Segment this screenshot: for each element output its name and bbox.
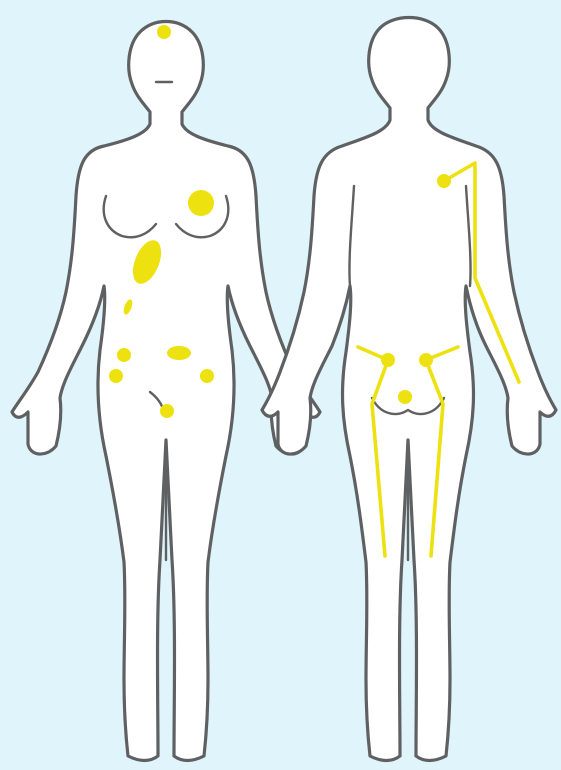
marker-head <box>157 25 171 39</box>
marker-groin <box>160 404 174 418</box>
marker-lower-abdomen <box>167 346 191 360</box>
marker-buttock-right <box>419 353 433 367</box>
marker-thigh-left <box>109 369 123 383</box>
marker-shoulder <box>437 174 451 188</box>
marker-buttock-left <box>381 353 395 367</box>
marker-thigh-right <box>200 369 214 383</box>
marker-hip-left <box>117 348 131 362</box>
marker-tailbone <box>398 390 412 404</box>
marker-breast <box>188 190 214 216</box>
